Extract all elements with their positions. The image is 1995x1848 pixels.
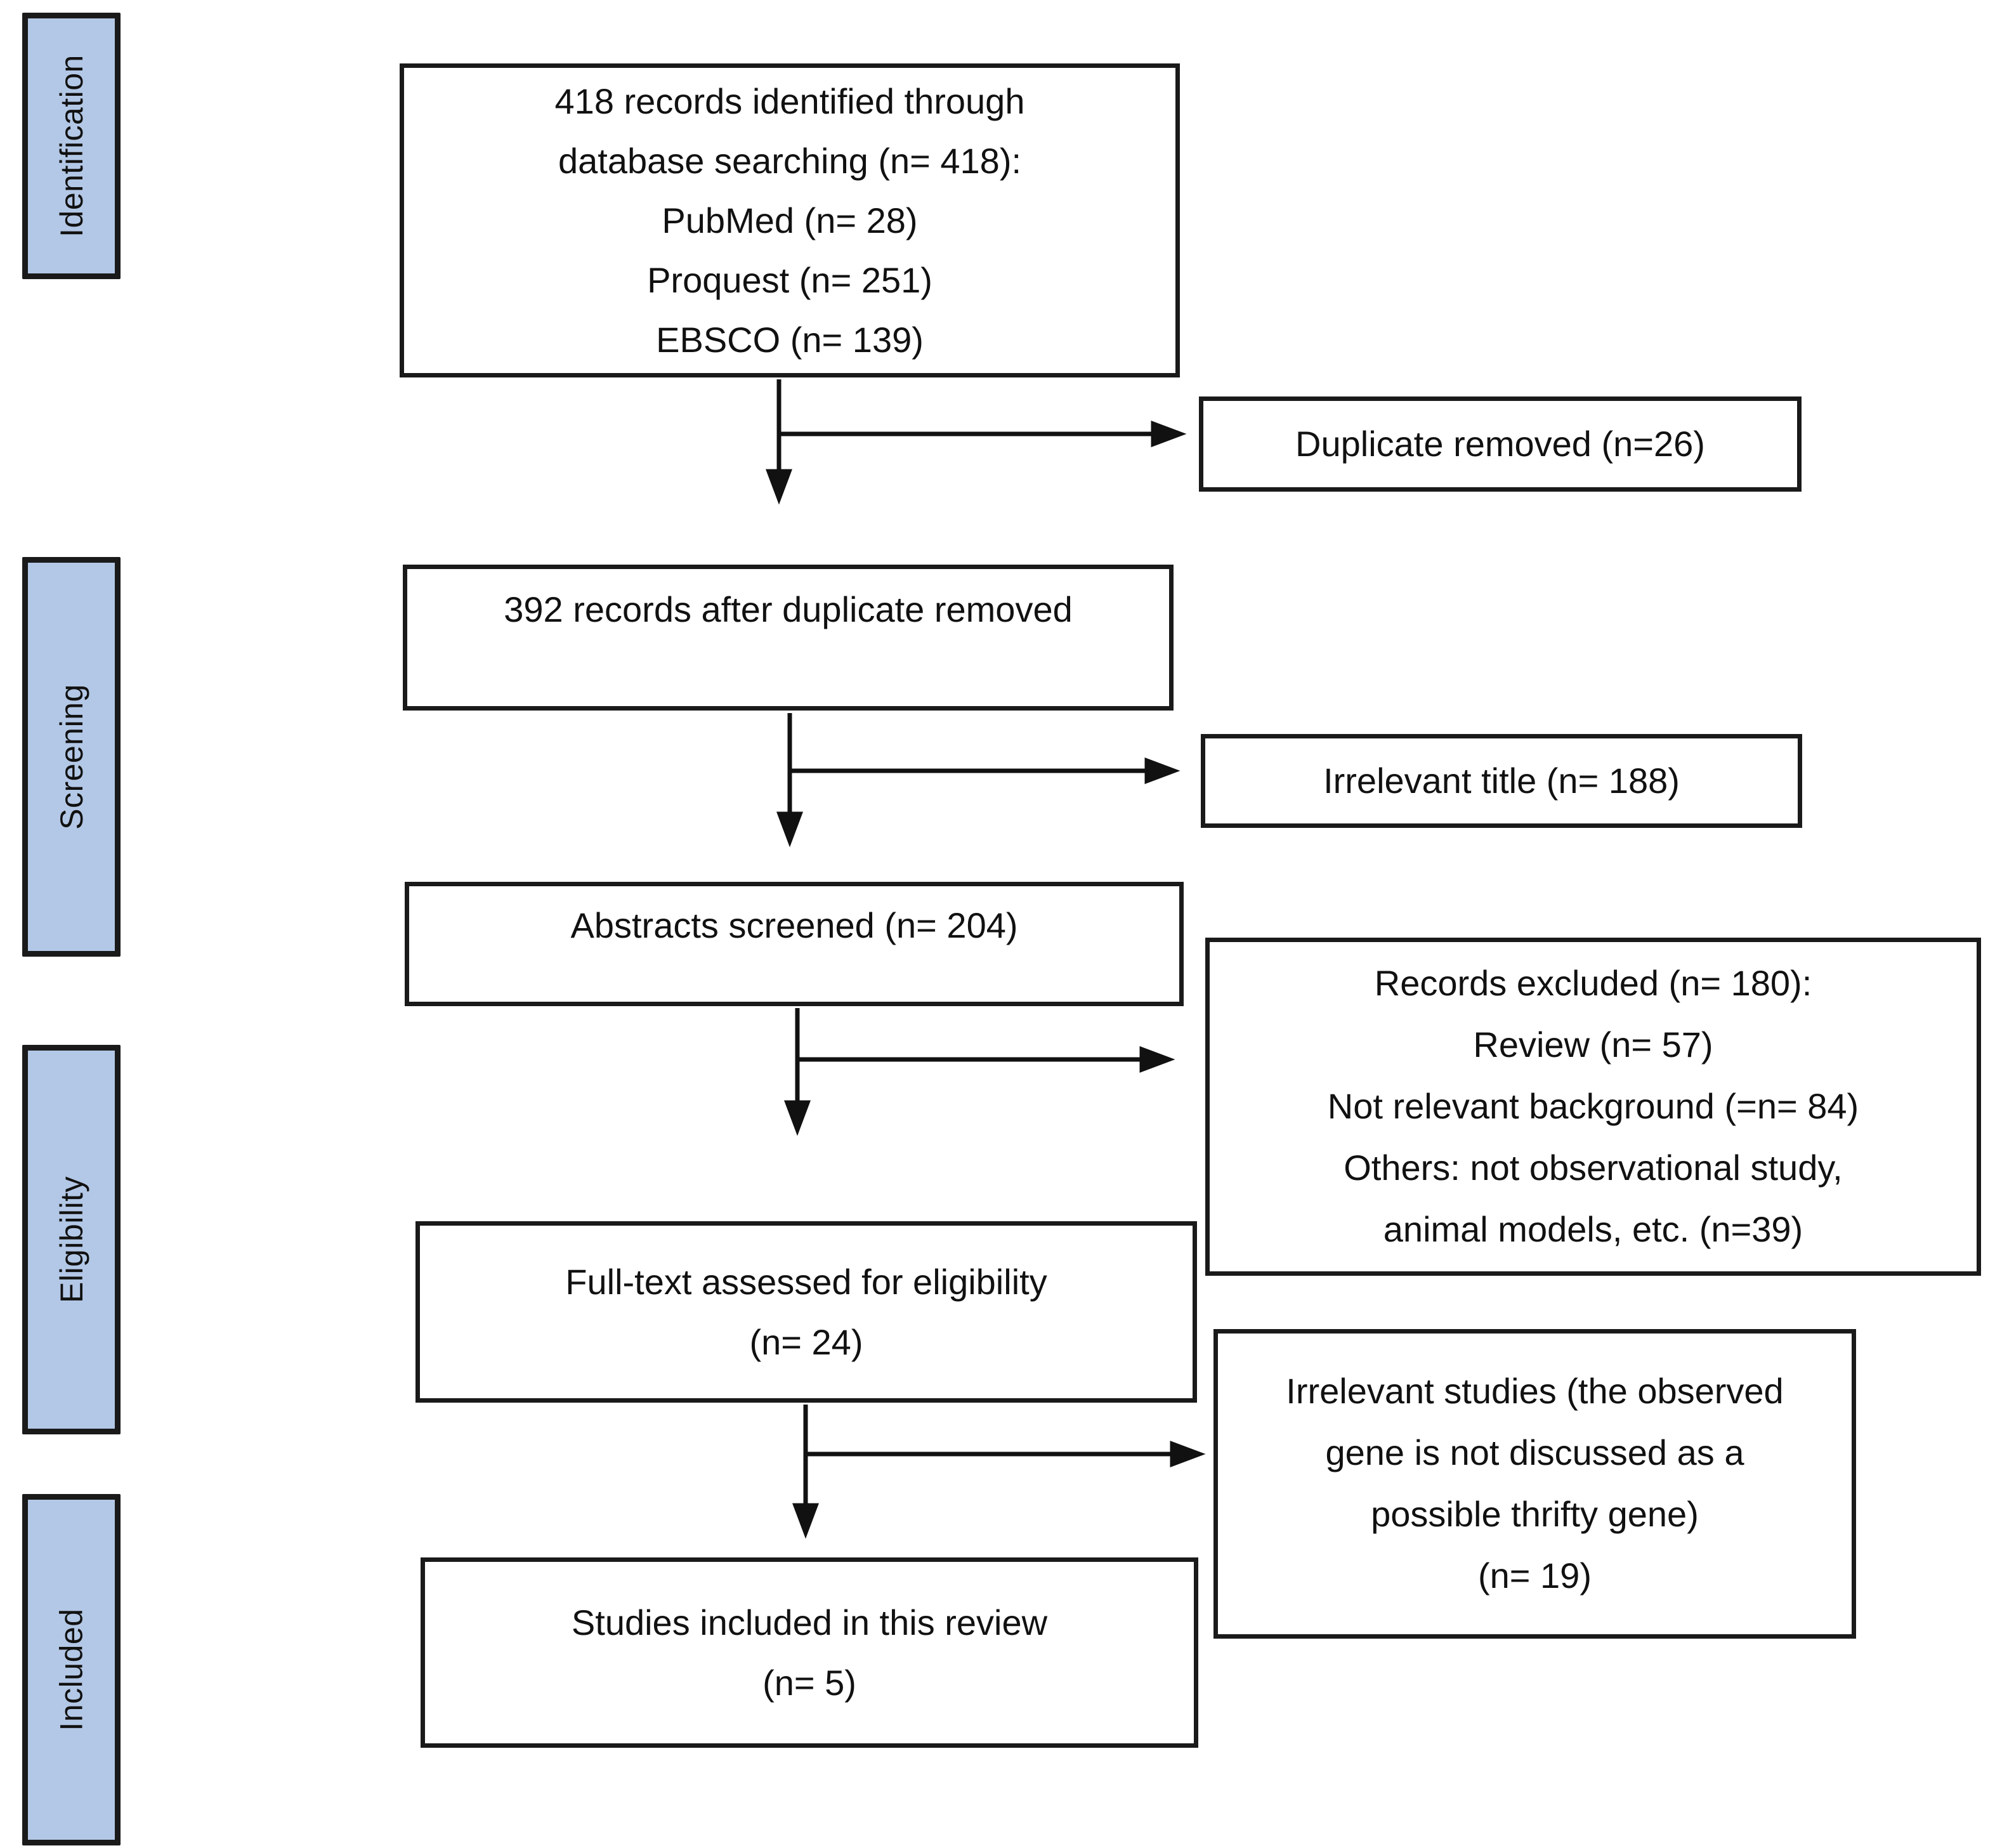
box-records-identified: 418 records identified through database … (400, 63, 1180, 377)
stage-label-text: Included (53, 1608, 89, 1731)
stage-label-text: Identification (53, 55, 89, 237)
box-records-after-duplicates: 392 records after duplicate removed (403, 565, 1174, 711)
box-irrelevant-title: Irrelevant title (n= 188) (1201, 734, 1802, 828)
box-abstracts-screened: Abstracts screened (n= 204) (405, 882, 1184, 1006)
stage-label-text: Screening (53, 684, 89, 830)
stage-label-included: Included (22, 1494, 121, 1845)
box-irrelevant-studies: Irrelevant studies (the observed gene is… (1213, 1329, 1856, 1639)
box-records-excluded: Records excluded (n= 180): Review (n= 57… (1205, 938, 1981, 1276)
box-duplicates-removed: Duplicate removed (n=26) (1199, 396, 1802, 492)
stage-label-eligibility: Eligibility (22, 1045, 121, 1434)
stage-label-identification: Identification (22, 13, 121, 279)
box-fulltext-assessed: Full-text assessed for eligibility (n= 2… (415, 1221, 1197, 1403)
stage-label-screening: Screening (22, 557, 121, 957)
stage-label-text: Eligibility (53, 1176, 89, 1304)
box-studies-included: Studies included in this review (n= 5) (421, 1557, 1198, 1748)
